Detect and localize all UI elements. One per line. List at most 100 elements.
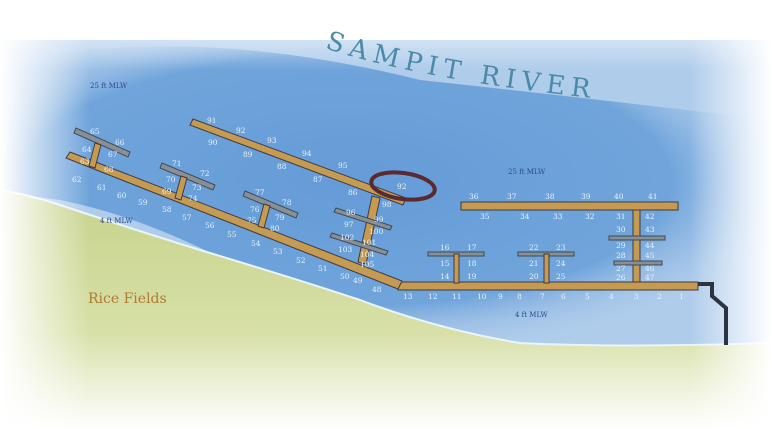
depth-label: 4 ft MLW: [100, 217, 134, 225]
svg-text:78: 78: [282, 198, 292, 207]
outer-dock[interactable]: [460, 201, 679, 283]
finger-dock-b[interactable]: [159, 162, 216, 201]
svg-text:57: 57: [182, 213, 192, 222]
svg-text:99: 99: [374, 215, 384, 224]
svg-text:46: 46: [645, 264, 655, 273]
svg-text:2: 2: [657, 292, 662, 301]
svg-text:87: 87: [313, 175, 323, 184]
svg-text:35: 35: [480, 212, 490, 221]
svg-text:8: 8: [517, 292, 522, 301]
svg-text:62: 62: [72, 175, 82, 184]
svg-text:50: 50: [340, 272, 350, 281]
svg-text:59: 59: [138, 198, 148, 207]
svg-text:66: 66: [115, 138, 125, 147]
svg-text:92: 92: [236, 126, 246, 135]
svg-text:98: 98: [382, 200, 392, 209]
svg-text:64: 64: [82, 145, 92, 154]
svg-text:19: 19: [467, 272, 477, 281]
svg-text:70: 70: [166, 175, 176, 184]
svg-text:10: 10: [477, 292, 487, 301]
svg-text:24: 24: [556, 259, 566, 268]
svg-text:63: 63: [80, 157, 90, 166]
slip-numbers-outer: 36 37 38 39 40 41 35 34 33 32 31 42 30 2…: [469, 192, 658, 282]
highlighted-slip-ring[interactable]: [369, 169, 437, 204]
svg-text:20: 20: [529, 272, 539, 281]
svg-text:91: 91: [207, 116, 217, 125]
fade-top: [0, 0, 772, 70]
slip-numbers-main: 13 12 11 10 9 8 7 6 5 4 3 2 1: [403, 292, 684, 301]
svg-text:56: 56: [205, 221, 215, 230]
t-dock-right[interactable]: [517, 251, 575, 284]
svg-text:27: 27: [616, 264, 626, 273]
svg-text:101: 101: [362, 238, 376, 247]
svg-text:52: 52: [296, 256, 306, 265]
svg-text:86: 86: [348, 188, 358, 197]
slip-numbers-diagonal-upper: 91 92 93 94 95 90 89 88 87 86: [207, 116, 358, 197]
depth-label: 25 ft MLW: [508, 168, 546, 176]
svg-text:94: 94: [302, 149, 312, 158]
svg-text:38: 38: [545, 192, 555, 201]
svg-text:47: 47: [645, 273, 655, 282]
svg-text:58: 58: [162, 205, 172, 214]
diagonal-dock-lower[interactable]: [65, 151, 403, 290]
svg-text:41: 41: [648, 192, 658, 201]
slip-numbers-stem: 92 98 96 99 97 100 102 101 103 104 105: [338, 182, 407, 269]
svg-text:92: 92: [397, 182, 407, 191]
rice-fields-label: Rice Fields: [88, 291, 167, 307]
svg-text:40: 40: [614, 192, 624, 201]
svg-text:30: 30: [616, 225, 626, 234]
finger-dock-c[interactable]: [242, 190, 299, 229]
svg-text:11: 11: [452, 292, 462, 301]
svg-text:9: 9: [498, 292, 503, 301]
svg-text:3: 3: [634, 292, 639, 301]
shore-walkway: [698, 282, 728, 345]
slip-numbers-t-docks: 16 17 15 18 14 19 22 23 21 24 20 25: [440, 243, 566, 281]
stem-dock[interactable]: [329, 195, 393, 265]
svg-text:76: 76: [250, 205, 260, 214]
svg-text:16: 16: [440, 243, 450, 252]
svg-text:7: 7: [540, 292, 545, 301]
finger-dock-a[interactable]: [73, 127, 131, 169]
svg-text:73: 73: [192, 183, 202, 192]
slip-numbers-diagonal-lower: 62 61 60 59 58 57 56 55 54 53 52 51 50 4…: [72, 175, 382, 294]
svg-text:44: 44: [645, 241, 655, 250]
svg-text:12: 12: [428, 292, 438, 301]
svg-text:42: 42: [645, 212, 655, 221]
svg-text:14: 14: [440, 272, 450, 281]
fade-left: [0, 0, 90, 429]
svg-text:55: 55: [227, 230, 237, 239]
svg-text:15: 15: [440, 259, 450, 268]
svg-text:67: 67: [108, 150, 118, 159]
svg-text:37: 37: [507, 192, 517, 201]
svg-text:97: 97: [344, 220, 354, 229]
svg-text:72: 72: [200, 169, 210, 178]
svg-text:104: 104: [360, 250, 375, 259]
svg-text:102: 102: [340, 233, 355, 242]
svg-text:26: 26: [616, 273, 626, 282]
svg-text:105: 105: [360, 260, 375, 269]
svg-text:54: 54: [251, 239, 261, 248]
svg-text:5: 5: [585, 292, 590, 301]
depth-label: 4 ft MLW: [515, 311, 549, 319]
svg-text:51: 51: [318, 264, 328, 273]
svg-text:65: 65: [90, 127, 100, 136]
t-dock-left[interactable]: [427, 251, 485, 284]
svg-text:61: 61: [97, 183, 107, 192]
svg-text:1: 1: [679, 292, 684, 301]
svg-text:4: 4: [609, 292, 614, 301]
svg-text:88: 88: [277, 162, 287, 171]
svg-text:21: 21: [529, 259, 539, 268]
svg-text:74: 74: [188, 194, 198, 203]
svg-text:13: 13: [403, 292, 413, 301]
svg-text:69: 69: [162, 187, 172, 196]
svg-text:96: 96: [346, 208, 356, 217]
slip-numbers-fingers: 65 66 64 67 63 68 71 72 70 73 69 74 77 7…: [80, 127, 292, 233]
svg-text:31: 31: [616, 212, 626, 221]
svg-text:48: 48: [372, 285, 382, 294]
svg-text:90: 90: [208, 138, 218, 147]
svg-text:45: 45: [645, 251, 655, 260]
fade-right: [690, 0, 772, 429]
svg-text:33: 33: [553, 212, 563, 221]
svg-text:6: 6: [561, 292, 566, 301]
